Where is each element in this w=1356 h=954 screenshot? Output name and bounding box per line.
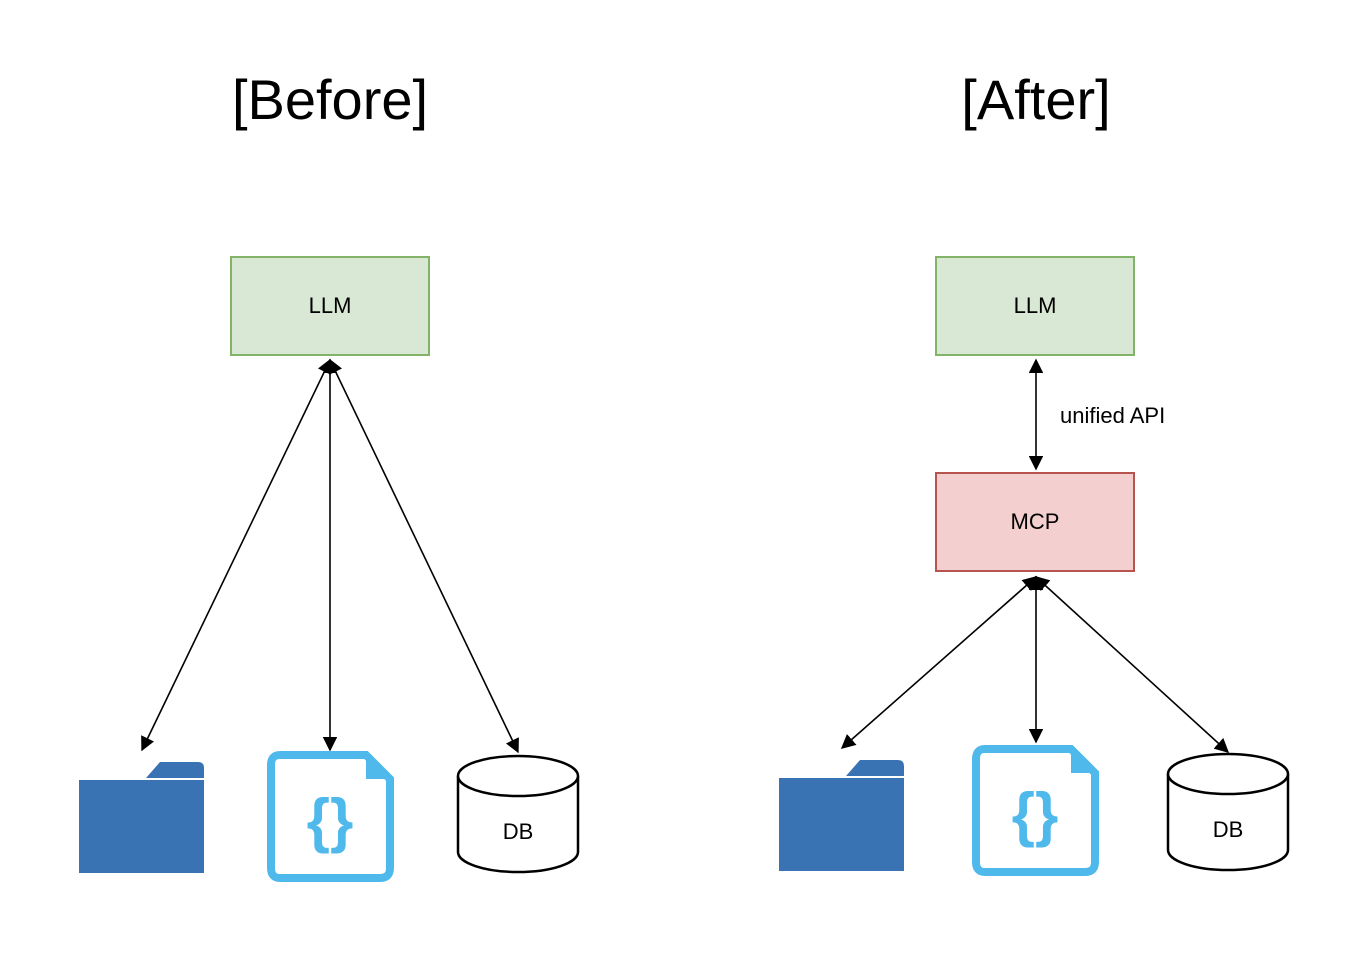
before-db-label: DB — [503, 819, 534, 844]
before-json-file-icon[interactable]: {} — [267, 751, 394, 882]
after-json-file-icon[interactable]: {} — [972, 745, 1099, 876]
after-llm-node[interactable]: LLM — [935, 256, 1135, 356]
svg-text:{}: {} — [1012, 781, 1059, 848]
after-mcp-node[interactable]: MCP — [935, 472, 1135, 572]
after-edge-mcp-db — [1034, 576, 1230, 753]
unified-api-label: unified API — [1060, 403, 1166, 428]
before-llm-label: LLM — [308, 293, 352, 318]
before-edge-llm-db — [329, 358, 519, 754]
before-database-icon[interactable]: DB — [456, 754, 580, 874]
after-title: [After] — [961, 68, 1111, 131]
before-llm-node[interactable]: LLM — [230, 256, 430, 356]
before-title: [Before] — [231, 68, 429, 131]
after-llm-label: LLM — [1013, 293, 1057, 318]
after-mcp-label: MCP — [1010, 509, 1060, 534]
after-database-icon[interactable]: DB — [1166, 752, 1290, 872]
before-folder-icon[interactable] — [79, 762, 204, 873]
before-edge-llm-folder — [141, 358, 331, 752]
after-db-label: DB — [1213, 817, 1244, 842]
after-edge-mcp-folder — [840, 576, 1038, 749]
after-folder-icon[interactable] — [779, 760, 904, 871]
svg-text:{}: {} — [307, 787, 354, 854]
